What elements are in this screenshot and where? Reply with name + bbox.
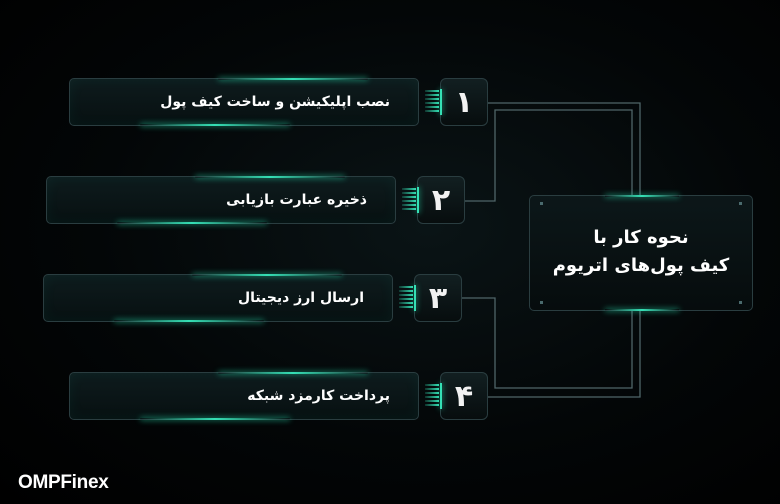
- step-label-2: ذخیره عبارت بازیابی: [226, 192, 367, 208]
- corner-dot-bl: [540, 301, 543, 304]
- step-card-2: ذخیره عبارت بازیابی: [46, 176, 396, 224]
- center-title: نحوه کار با کیف پول‌های اتریوم: [530, 224, 752, 280]
- tick-marks-3: [399, 286, 413, 312]
- step-number-3: ۳: [414, 274, 462, 322]
- step-label-3: ارسال ارز دیجیتال: [237, 290, 364, 306]
- corner-dot-br: [739, 301, 742, 304]
- step-number-1: ۱: [440, 78, 488, 126]
- tick-marks-1: [425, 90, 439, 116]
- connector-step-2: [465, 109, 633, 202]
- corner-dot-tr: [739, 202, 742, 205]
- step-number-4: ۴: [440, 372, 488, 420]
- connector-step-4: [488, 311, 641, 398]
- brand-logo: OMPFinex: [18, 472, 109, 493]
- connector-step-3: [462, 297, 633, 389]
- connector-step-1: [488, 102, 641, 195]
- center-title-line-2: کیف پول‌های اتریوم: [552, 255, 730, 276]
- step-card-4: پرداخت کارمزد شبکه: [69, 372, 419, 420]
- tick-marks-4: [425, 384, 439, 410]
- step-label-4: پرداخت کارمزد شبکه: [247, 388, 390, 404]
- step-label-1: نصب اپلیکیشن و ساخت کیف پول: [160, 94, 390, 110]
- corner-dot-tl: [540, 202, 543, 205]
- step-card-3: ارسال ارز دیجیتال: [43, 274, 393, 322]
- tick-marks-2: [402, 188, 416, 214]
- center-title-line-1: نحوه کار با: [593, 227, 689, 248]
- step-card-1: نصب اپلیکیشن و ساخت کیف پول: [69, 78, 419, 126]
- center-title-box: نحوه کار با کیف پول‌های اتریوم: [529, 195, 753, 311]
- step-number-2: ۲: [417, 176, 465, 224]
